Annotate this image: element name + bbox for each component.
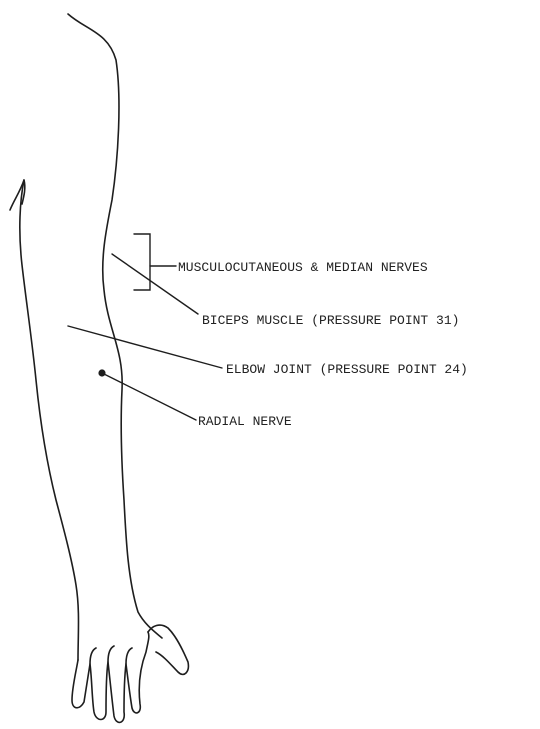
radial-nerve-leader xyxy=(104,374,196,420)
hand-fingers xyxy=(72,632,149,722)
nerves-bracket xyxy=(134,234,150,290)
hand-thumb xyxy=(148,625,188,674)
elbow-label: ELBOW JOINT (PRESSURE POINT 24) xyxy=(226,362,468,377)
hand-finger-creases xyxy=(90,646,132,664)
biceps-label: BICEPS MUSCLE (PRESSURE POINT 31) xyxy=(202,313,459,328)
arm-shoulder-tip xyxy=(10,180,25,210)
nerves-label: MUSCULOCUTANEOUS & MEDIAN NERVES xyxy=(178,260,428,275)
arm-outline-upper xyxy=(68,14,162,638)
radial-nerve-label: RADIAL NERVE xyxy=(198,414,292,429)
radial-nerve-point xyxy=(98,369,105,376)
arm-outline-lower xyxy=(20,180,79,660)
elbow-leader xyxy=(68,326,222,368)
